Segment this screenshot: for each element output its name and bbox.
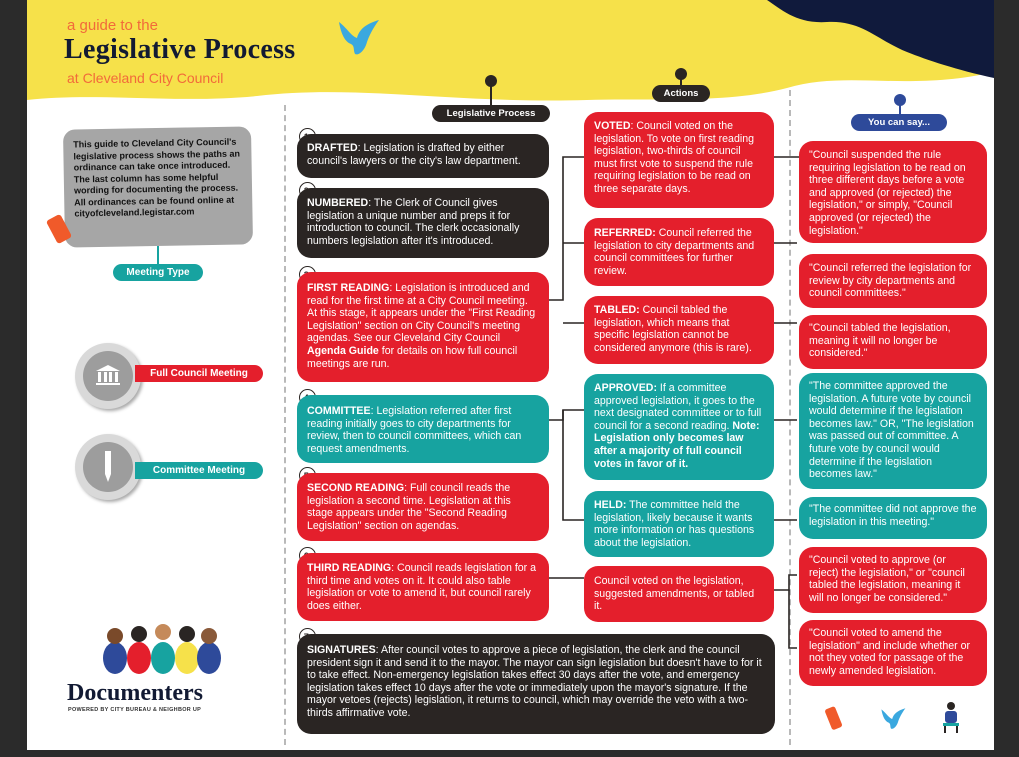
- pen-icon: [105, 451, 111, 482]
- action-tabled: TABLED: Council tabled the legislation, …: [584, 296, 774, 364]
- divider-right: [789, 90, 791, 745]
- committee-label: Committee Meeting: [135, 462, 263, 479]
- action-third-reading-outcome: Council voted on the legislation, sugges…: [584, 566, 774, 622]
- meeting-type-connector: [157, 246, 159, 266]
- action-held: HELD: The committee held the legislation…: [584, 491, 774, 557]
- flow-connectors: [549, 156, 799, 649]
- page-title: Legislative Process: [64, 34, 296, 65]
- bird-icon: [339, 20, 379, 55]
- step-numbered: NUMBERED: The Clerk of Council gives leg…: [297, 188, 549, 258]
- step-third-reading: THIRD READING: Council reads legislation…: [297, 553, 549, 621]
- actions-column-header: Actions: [652, 85, 710, 102]
- say-pin: [894, 94, 906, 106]
- say-column-header: You can say...: [851, 114, 947, 131]
- header-kicker: a guide to the: [67, 17, 158, 34]
- documenters-illustration: [103, 624, 221, 674]
- say-tabled: "Council tabled the legislation, meaning…: [799, 315, 987, 369]
- process-pin: [485, 75, 497, 87]
- brand-tagline: POWERED BY CITY BUREAU & NEIGHBOR UP: [68, 707, 202, 713]
- header-background: [27, 0, 994, 101]
- say-held: "The committee did not approve the legis…: [799, 497, 987, 539]
- full-council-label: Full Council Meeting: [135, 365, 263, 382]
- process-column-header: Legislative Process: [432, 105, 550, 122]
- say-third-reading: "Council voted to approve (or reject) th…: [799, 547, 987, 613]
- step-second-reading: SECOND READING: Full council reads the l…: [297, 473, 549, 541]
- say-approved: "The committee approved the legislation.…: [799, 373, 987, 489]
- meeting-type-label: Meeting Type: [113, 264, 203, 281]
- committee-badge: [75, 434, 141, 500]
- person-chair-icon: [943, 702, 959, 733]
- step-drafted: DRAFTED: Legislation is drafted by eithe…: [297, 134, 549, 178]
- full-council-badge: [75, 343, 141, 409]
- header-subtitle: at Cleveland City Council: [67, 70, 224, 86]
- actions-pin: [675, 68, 687, 80]
- guide-page: a guide to the Legislative Process at Cl…: [27, 0, 994, 750]
- phone-small-icon: [825, 706, 843, 730]
- step-first-reading: FIRST READING: Legislation is introduced…: [297, 272, 549, 382]
- say-voted: "Council suspended the rule requiring le…: [799, 141, 987, 243]
- step-committee: COMMITTEE: Legislation referred after fi…: [297, 395, 549, 463]
- say-amended: "Council voted to amend the legislation"…: [799, 620, 987, 686]
- action-approved: APPROVED: If a committee approved legisl…: [584, 374, 774, 480]
- say-referred: "Council referred the legislation for re…: [799, 254, 987, 308]
- phone-icon: [46, 214, 72, 244]
- action-voted: VOTED: Council voted on the legislation.…: [584, 112, 774, 208]
- step-signatures: SIGNATURES: After council votes to appro…: [297, 634, 775, 734]
- action-referred: REFERRED: Council referred the legislati…: [584, 218, 774, 286]
- building-icon: [96, 365, 120, 385]
- divider-left: [284, 105, 286, 745]
- brand-name: Documenters: [67, 680, 203, 706]
- bird-small-icon: [881, 708, 906, 729]
